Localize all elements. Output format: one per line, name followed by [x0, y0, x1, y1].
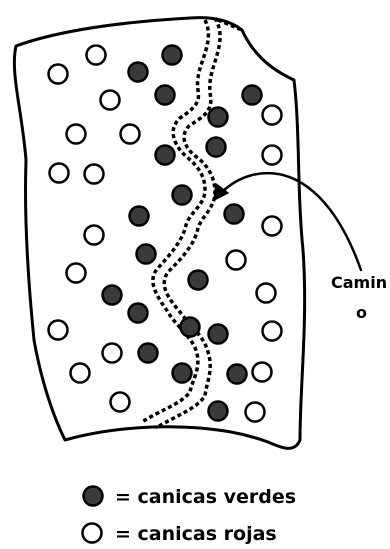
red-marble	[253, 363, 272, 382]
red-marble	[50, 164, 69, 183]
red-marble	[121, 125, 140, 144]
green-marble	[139, 344, 158, 363]
green-marble	[181, 318, 200, 337]
dotted-path	[142, 18, 242, 428]
green-marble	[209, 108, 228, 127]
red-marble	[87, 46, 106, 65]
green-marble	[129, 304, 148, 323]
red-marble	[103, 344, 122, 363]
red-marble	[263, 217, 282, 236]
red-marble	[71, 364, 90, 383]
red-marble	[111, 393, 130, 412]
green-marble	[156, 146, 175, 165]
green-marble	[243, 86, 262, 105]
green-marble	[103, 286, 122, 305]
path-label-line2: o	[356, 303, 367, 322]
green-marble	[189, 271, 208, 290]
red-marble	[85, 226, 104, 245]
green-marble	[137, 245, 156, 264]
red-marble	[227, 251, 246, 270]
path-label-line1: Camin	[331, 273, 387, 292]
green-marble	[156, 86, 175, 105]
green-marble	[163, 46, 182, 65]
red-marble	[246, 403, 265, 422]
legend-hollow-circle	[83, 524, 102, 543]
red-marble	[67, 264, 86, 283]
green-marble	[173, 186, 192, 205]
green-marble	[173, 364, 192, 383]
red-marble	[85, 165, 104, 184]
green-marble	[228, 365, 247, 384]
arrow-head	[214, 184, 228, 200]
green-marble	[209, 402, 228, 421]
red-marble	[101, 91, 120, 110]
red-marble	[257, 284, 276, 303]
legend-filled-circle	[84, 487, 103, 506]
green-marble	[130, 207, 149, 226]
red-marble	[263, 322, 282, 341]
legend-green-text: = canicas verdes	[115, 486, 296, 508]
red-marble	[263, 146, 282, 165]
green-marble	[129, 63, 148, 82]
legend: = canicas verdes = canicas rojas	[83, 486, 297, 545]
red-marble	[263, 106, 282, 125]
red-marble	[67, 125, 86, 144]
green-marble	[225, 205, 244, 224]
green-marble	[209, 325, 228, 344]
red-marble	[49, 65, 68, 84]
marbles-layer	[49, 46, 282, 422]
red-marble	[49, 321, 68, 340]
green-marble	[207, 138, 226, 157]
legend-red-text: = canicas rojas	[115, 523, 277, 545]
